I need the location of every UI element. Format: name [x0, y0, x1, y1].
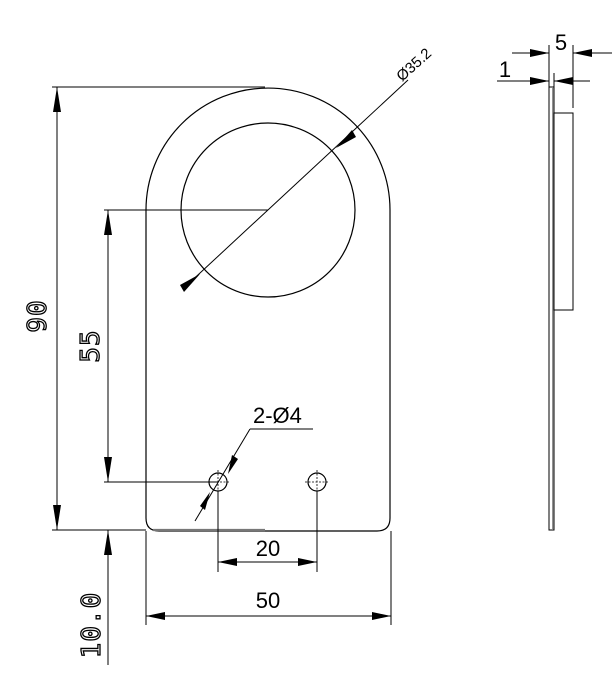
front-view-outline: [145, 87, 391, 532]
dimension-width-50: 50: [145, 531, 392, 625]
label-diameter-35: Ø35.2: [393, 45, 435, 85]
label-50: 50: [256, 588, 280, 613]
label-small-holes: 2-Ø4: [253, 403, 302, 428]
label-90: 90: [23, 299, 53, 332]
label-20: 20: [256, 536, 280, 561]
dimension-offset-10: 10.0: [76, 530, 112, 665]
label-55: 55: [76, 329, 106, 362]
label-5: 5: [555, 30, 567, 55]
dimension-height-55: 55: [75, 209, 268, 483]
dimension-diameter-35: Ø35.2: [180, 45, 435, 292]
dimension-height-90: 90: [22, 86, 265, 531]
dimension-small-holes: 2-Ø4: [194, 403, 313, 522]
side-view: [548, 86, 574, 531]
label-1: 1: [499, 57, 511, 82]
label-10: 10.0: [77, 592, 107, 659]
dimension-side-thickness: 5 1: [497, 30, 612, 108]
dimension-spacing-20: 20: [217, 491, 318, 572]
